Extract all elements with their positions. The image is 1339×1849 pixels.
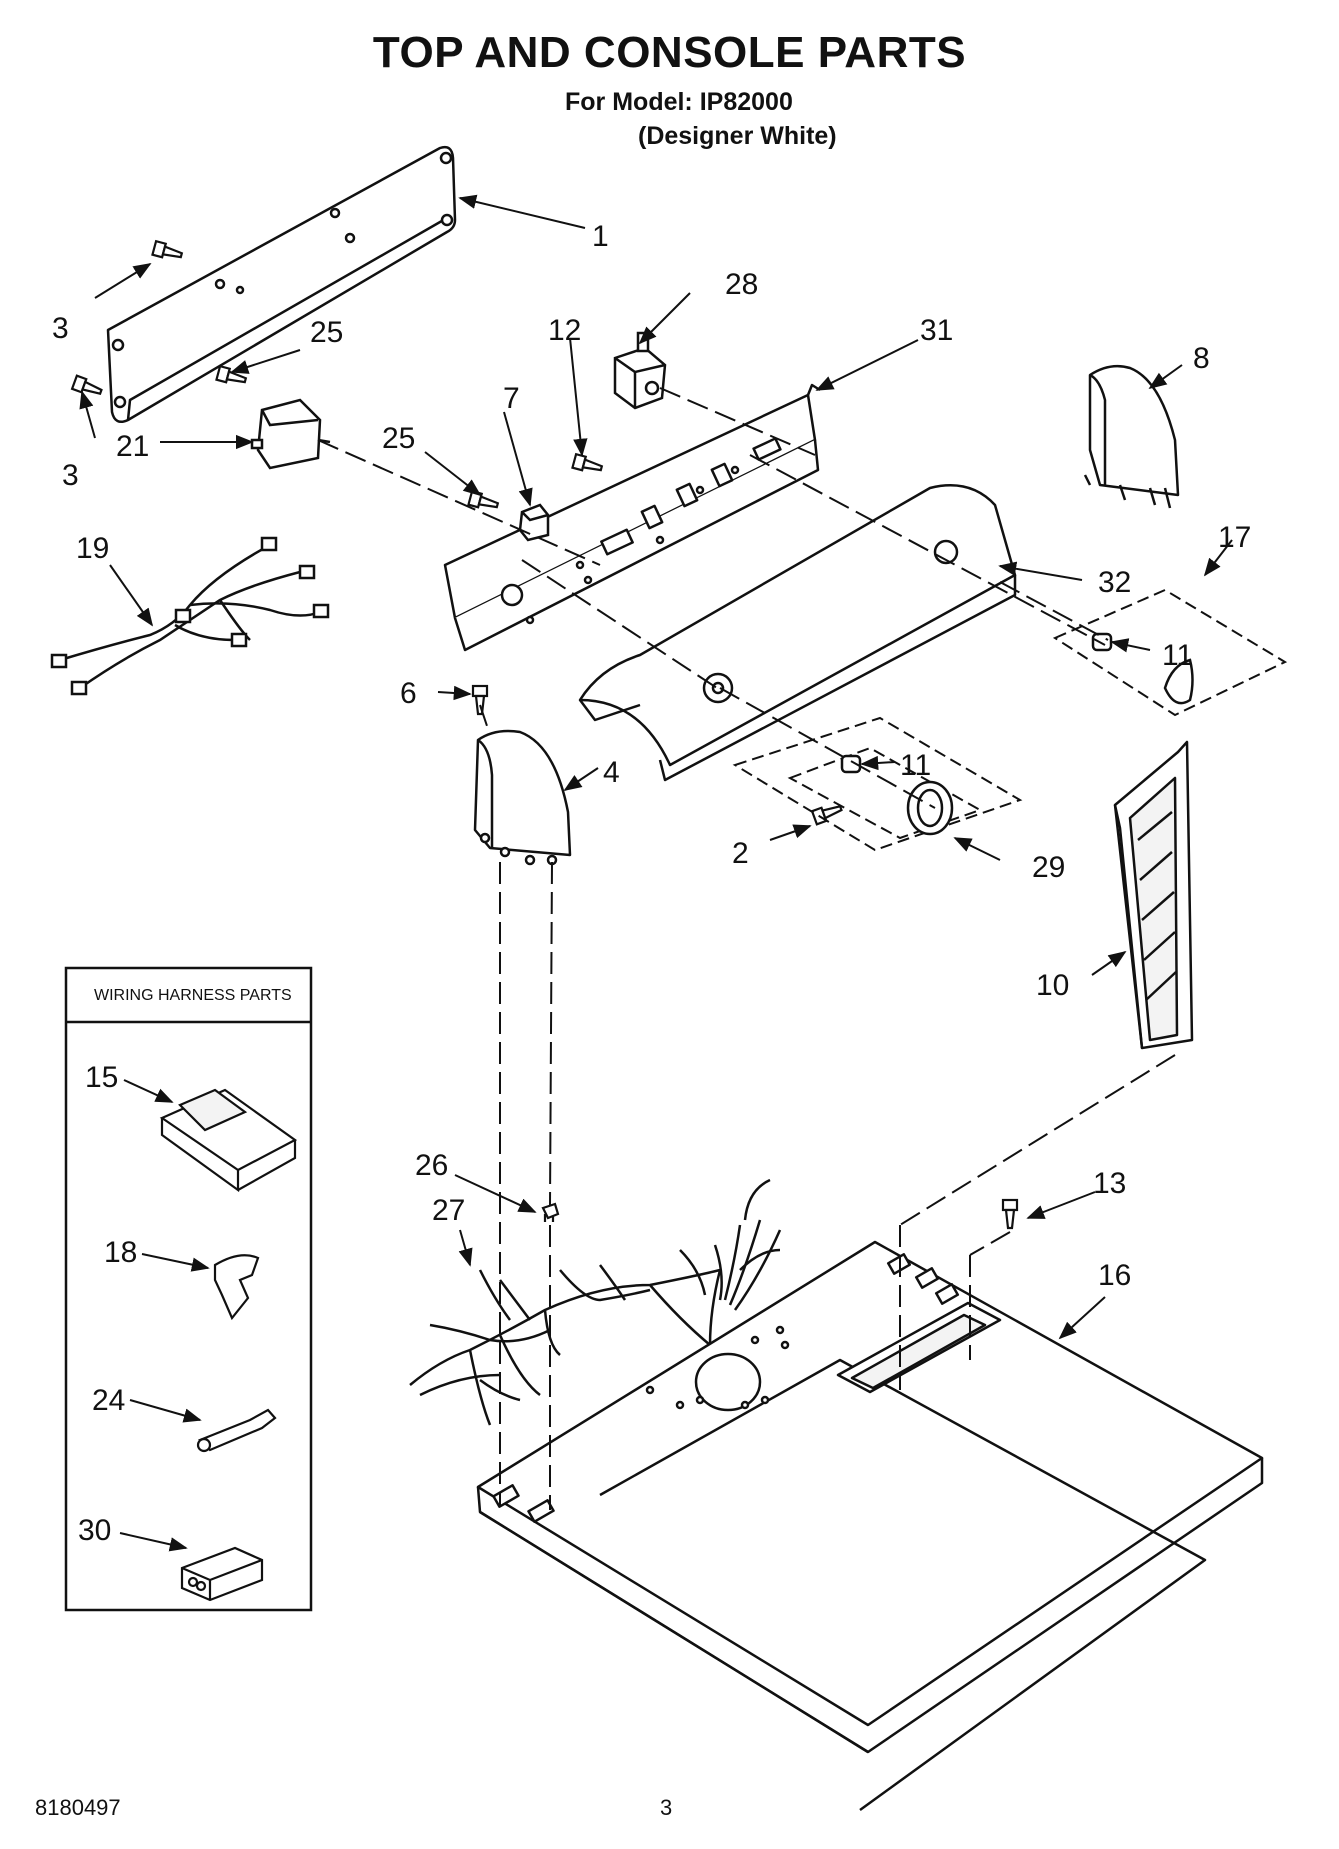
screws [70, 239, 1019, 1230]
console-control-frame [443, 383, 821, 652]
wiring-harness-panel: WIRING HARNESS PARTS 15 18 24 [64, 966, 313, 1612]
callout-8: 8 [1193, 342, 1210, 375]
callout-19: 19 [76, 532, 109, 565]
callout-labels: 1 2 3 3 4 6 7 8 10 11 11 12 13 16 17 19 … [52, 220, 1251, 1292]
callout-27: 27 [432, 1194, 465, 1227]
knobs-and-collars [840, 632, 1194, 836]
callout-18: 18 [104, 1236, 137, 1269]
callout-3-lower: 3 [62, 459, 79, 492]
harness-clip-18 [213, 1254, 260, 1321]
callout-3-upper: 3 [52, 312, 69, 345]
callout-1: 1 [592, 220, 609, 253]
callout-16: 16 [1098, 1259, 1131, 1292]
callout-11-lower: 11 [900, 749, 931, 782]
callout-11-upper: 11 [1162, 639, 1193, 672]
page-title: TOP AND CONSOLE PARTS [372, 28, 967, 77]
console-back-panel [106, 145, 457, 423]
harness-connector-15 [159, 1088, 298, 1193]
callout-15: 15 [85, 1061, 118, 1094]
dryer-top-panel [476, 1240, 1264, 1812]
callout-2: 2 [732, 837, 749, 870]
clip-part [518, 503, 550, 542]
callout-25-upper: 25 [310, 316, 343, 349]
right-end-cap [1083, 364, 1180, 509]
harness-plug-30 [180, 1546, 264, 1602]
timer-part [250, 398, 331, 470]
wire-harness-19 [50, 536, 330, 696]
callout-leaders [79, 194, 1233, 1340]
callout-31: 31 [920, 314, 953, 347]
callout-30: 30 [78, 1514, 111, 1547]
callout-7: 7 [503, 382, 520, 415]
callout-4: 4 [603, 756, 620, 789]
callout-6: 6 [400, 677, 417, 710]
switch-part [613, 331, 667, 410]
callout-17: 17 [1218, 521, 1251, 554]
callout-13: 13 [1093, 1167, 1126, 1200]
callout-28: 28 [725, 268, 758, 301]
callout-21: 21 [116, 430, 149, 463]
left-end-cap [473, 729, 572, 866]
callout-29: 29 [1032, 851, 1065, 884]
model-line: For Model: IP82000 [565, 88, 793, 116]
callout-26: 26 [415, 1149, 448, 1182]
document-number: 8180497 [35, 1795, 121, 1820]
knob-assembly-17 [1052, 588, 1288, 717]
callout-12: 12 [548, 314, 581, 347]
page-number: 3 [660, 1795, 673, 1820]
lint-screen [1113, 740, 1194, 1050]
callout-25-lower: 25 [382, 422, 415, 455]
callout-24: 24 [92, 1384, 125, 1417]
callout-32: 32 [1098, 566, 1131, 599]
harness-terminal-24 [196, 1408, 277, 1453]
knob-assembly-29 [732, 716, 1023, 852]
variant-line: (Designer White) [638, 122, 837, 150]
callout-10: 10 [1036, 969, 1069, 1002]
console-cover [578, 484, 1017, 782]
wiring-panel-title: WIRING HARNESS PARTS [94, 987, 292, 1004]
connector-part-26 [541, 1202, 560, 1222]
assembly-guide-lines [317, 387, 1176, 1510]
